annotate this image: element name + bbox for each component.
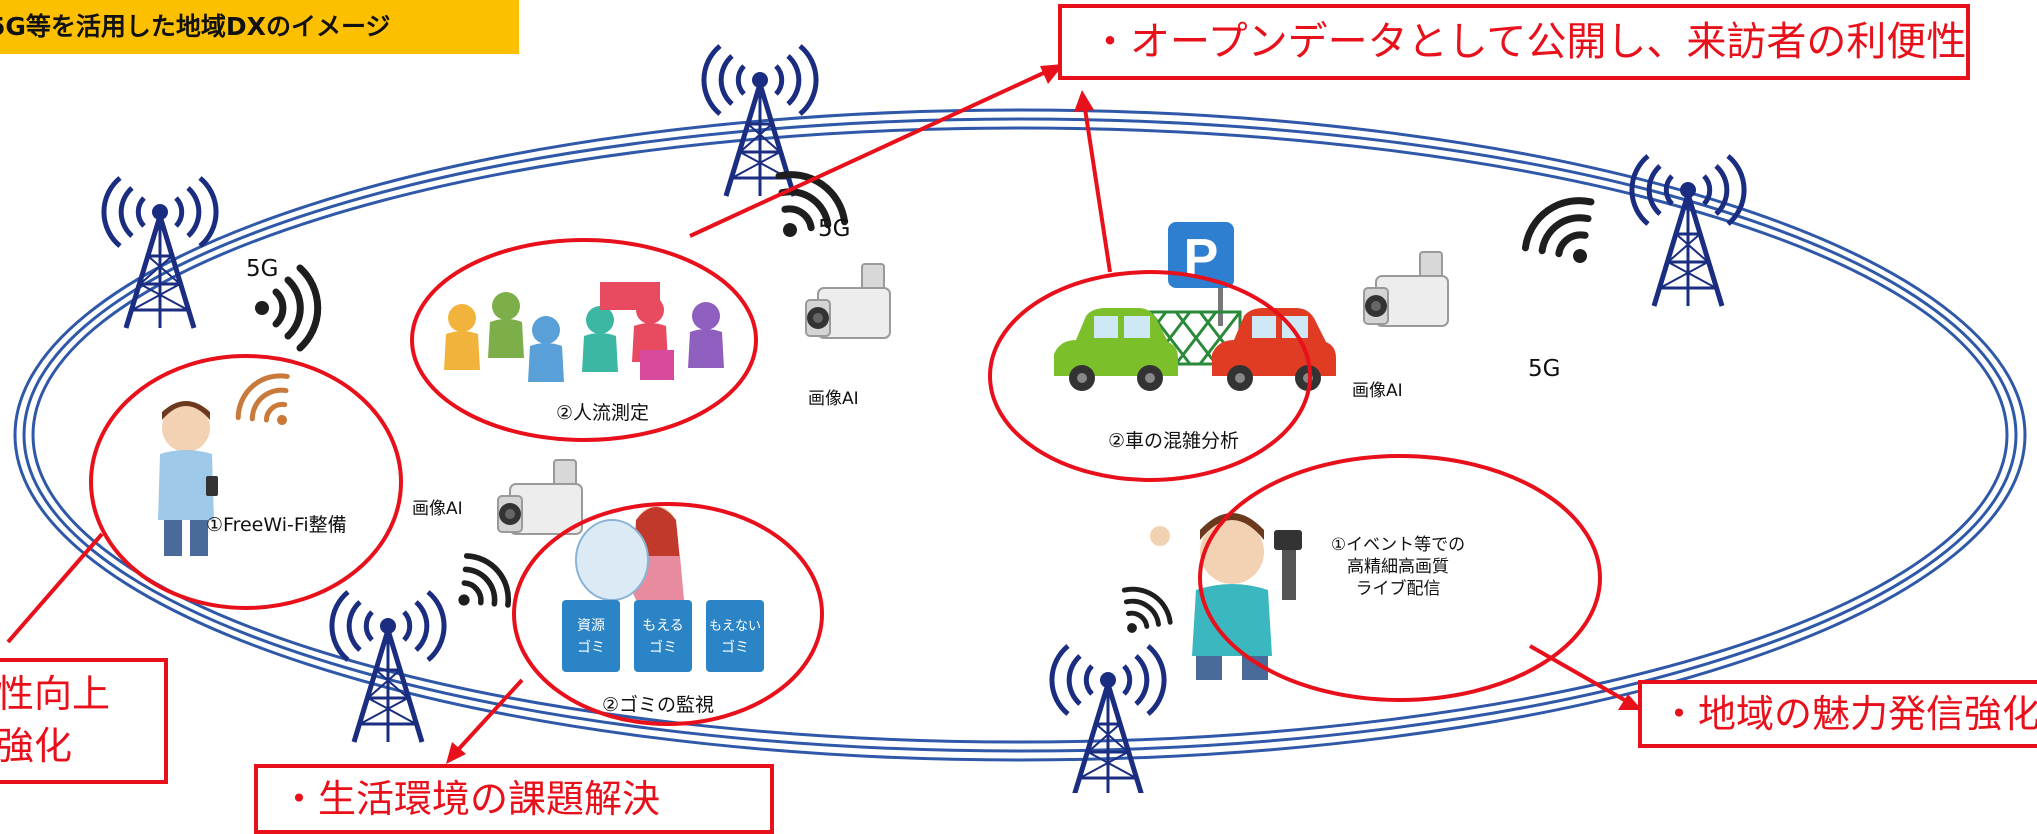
5g-label: 5G: [246, 256, 279, 282]
free-wifi-label: ①FreeWi-Fi整備: [206, 514, 347, 536]
svg-text:ゴミ: ゴミ: [577, 639, 605, 656]
callout-left-line1: 性向上: [0, 672, 111, 716]
diagram-canvas: P 資源 ゴミ もえる ゴミ もえない ゴミ: [6, 0, 2027, 793]
svg-text:資源: 資源: [577, 618, 605, 634]
security-camera-icon: [1363, 251, 1449, 327]
callout-left-line2: 強化: [0, 724, 73, 768]
wifi-signal-icon: [235, 373, 290, 425]
livestream-person-illustration: [1150, 513, 1302, 680]
svg-text:ゴミ: ゴミ: [721, 639, 749, 656]
car-icon: [1212, 308, 1336, 391]
bin-nonburnable: もえない ゴミ: [706, 600, 764, 672]
car-congestion-ellipse: [988, 270, 1312, 482]
5g-label: 5G: [1528, 356, 1561, 382]
garbage-label: ②ゴミの監視: [602, 694, 715, 716]
livestream-ellipse: [1198, 454, 1602, 702]
livestream-label-line2: 高精細高画質: [1347, 557, 1449, 577]
5g-label: 5G: [818, 216, 851, 242]
people-flow-ellipse: [410, 238, 758, 442]
diagram-title-banner: 5G等を活用した地域DXのイメージ: [0, 0, 519, 54]
svg-text:もえる: もえる: [642, 618, 684, 634]
callout-left-partial: 性向上 強化: [0, 658, 168, 784]
people-flow-label: ②人流測定: [556, 402, 650, 424]
signal-waves-icon: [1106, 580, 1177, 648]
garbage-ellipse: [512, 502, 824, 726]
signal-waves-icon: [439, 547, 519, 628]
cell-tower-icon: [1052, 646, 1164, 793]
crowd-illustration: [444, 282, 724, 382]
security-camera-icon: [805, 263, 891, 339]
network-ring-inner: [31, 126, 2009, 744]
image-ai-label: 画像AI: [808, 389, 859, 409]
network-ring-outer: [13, 108, 2027, 762]
bin-burnable: もえる ゴミ: [634, 600, 692, 672]
cell-tower-icon: [104, 178, 216, 328]
svg-text:もえない: もえない: [709, 619, 761, 634]
free-wifi-ellipse: [89, 354, 403, 610]
svg-text:ゴミ: ゴミ: [649, 639, 677, 656]
livestream-label-line3: ライブ配信: [1355, 579, 1441, 599]
garbage-illustration: [575, 506, 684, 601]
callout-living-environment: ・生活環境の課題解決: [254, 764, 774, 834]
image-ai-label: 画像AI: [412, 499, 463, 519]
livestream-label: ①イベント等での 高精細高画質 ライブ配信: [1318, 534, 1478, 600]
callout-open-data: ・オープンデータとして公開し、来訪者の利便性向上: [1058, 4, 1970, 80]
callout-regional-appeal: ・地域の魅力発信強化: [1638, 680, 2037, 748]
car-congestion-label: ②車の混雑分析: [1108, 430, 1240, 452]
signal-waves-icon: [753, 161, 855, 258]
signal-waves-icon: [1515, 187, 1617, 284]
livestream-label-line1: ①イベント等での: [1330, 535, 1466, 555]
cell-tower-icon: [1632, 156, 1744, 306]
bin-resource: 資源 ゴミ: [562, 600, 620, 672]
parking-sign-icon: P: [1168, 222, 1234, 326]
security-camera-icon: [497, 459, 583, 535]
image-ai-label: 画像AI: [1352, 381, 1403, 401]
smartphone-user-illustration: [158, 401, 218, 556]
network-ring-middle: [22, 117, 2018, 753]
